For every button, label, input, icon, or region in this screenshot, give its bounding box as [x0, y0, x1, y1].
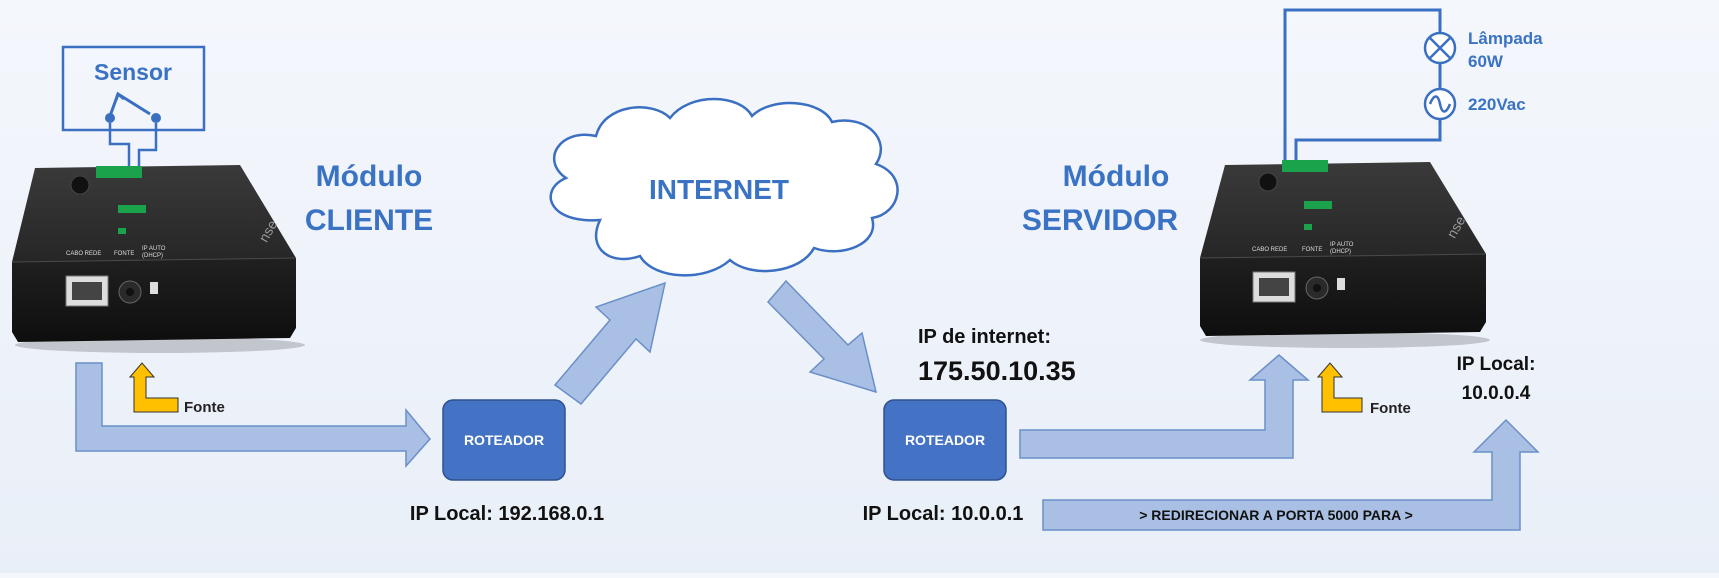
- sensor-label: Sensor: [94, 59, 172, 85]
- arrow-client-to-router: [75, 362, 431, 468]
- arrow-port-forward: [1042, 418, 1540, 531]
- client-power-arrow-icon: [128, 362, 179, 413]
- internet-ip-title: IP de internet:: [918, 326, 1051, 348]
- client-power-label: Fonte: [184, 399, 225, 416]
- panel-label-dhcp: (DHCP): [1330, 249, 1351, 255]
- router-right: ROTEADOR: [883, 399, 1007, 481]
- load-circuit: Lâmpada 60W 220Vac: [1283, 8, 1543, 160]
- server-power-label: Fonte: [1370, 400, 1411, 417]
- internet-cloud-icon: INTERNET: [549, 97, 899, 277]
- server-module-subtitle: SERVIDOR: [1022, 204, 1178, 237]
- panel-label-ip-auto: IP AUTO: [142, 246, 166, 252]
- server-module-device: CABO REDE FONTE IP AUTO (DHCP) nse: [1199, 160, 1490, 348]
- client-module-device: CABO REDE FONTE IP AUTO (DHCP) nse: [11, 165, 305, 353]
- server-ip-value: 10.0.0.4: [1462, 383, 1531, 404]
- internet-ip-value: 175.50.10.35: [918, 356, 1076, 386]
- client-module-title: Módulo: [316, 160, 423, 193]
- arrow-internet-to-router: [766, 279, 878, 394]
- port-forward-text: > REDIRECIONAR A PORTA 5000 PARA >: [1139, 507, 1413, 523]
- server-power-arrow-icon: [1316, 362, 1363, 413]
- supply-label: 220Vac: [1468, 95, 1526, 114]
- lamp-power-label: 60W: [1468, 52, 1504, 71]
- lamp-icon: [1423, 31, 1457, 65]
- ac-source-icon: [1423, 87, 1457, 121]
- panel-label-dhcp: (DHCP): [142, 253, 163, 259]
- server-ip-title: IP Local:: [1457, 354, 1536, 375]
- server-module-title: Módulo: [1063, 160, 1170, 193]
- internet-label: INTERNET: [649, 174, 789, 205]
- arrow-router-to-internet: [553, 281, 667, 406]
- router-left: ROTEADOR: [442, 399, 566, 481]
- switch-icon: [105, 91, 161, 123]
- panel-label-fonte: FONTE: [114, 251, 134, 257]
- panel-label-cabo-rede: CABO REDE: [1252, 247, 1287, 253]
- router-left-ip: IP Local: 192.168.0.1: [410, 503, 604, 525]
- router-left-label: ROTEADOR: [464, 432, 544, 448]
- sensor-box: Sensor: [61, 45, 206, 167]
- terminal-block-icon: [96, 166, 142, 178]
- router-right-label: ROTEADOR: [905, 432, 985, 448]
- panel-label-cabo-rede: CABO REDE: [66, 251, 101, 257]
- lamp-label: Lâmpada: [1468, 29, 1543, 48]
- panel-label-ip-auto: IP AUTO: [1330, 242, 1354, 248]
- client-module-subtitle: CLIENTE: [305, 204, 433, 237]
- panel-label-fonte: FONTE: [1302, 247, 1322, 253]
- terminal-block-icon: [1282, 160, 1328, 172]
- arrow-router-to-server: [1019, 354, 1311, 459]
- router-right-ip: IP Local: 10.0.0.1: [863, 503, 1024, 525]
